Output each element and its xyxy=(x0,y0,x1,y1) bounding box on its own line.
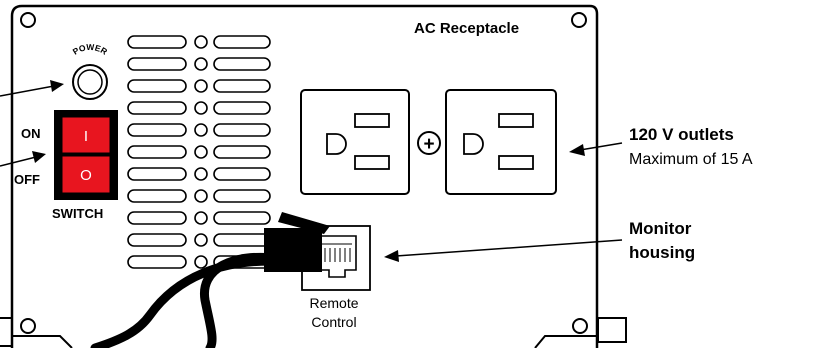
vent-hole xyxy=(194,211,208,225)
switch-pointer-arrowhead xyxy=(32,151,46,163)
neutral-slot-right xyxy=(498,155,534,170)
vent-slot-left xyxy=(127,233,187,247)
neutral-slot-left xyxy=(354,155,390,170)
ac-outlet-left xyxy=(300,89,410,195)
power-indicator: POWER xyxy=(71,42,109,100)
right-mount-tab xyxy=(597,317,627,343)
vent-slot-left xyxy=(127,167,187,181)
vent-hole xyxy=(194,255,208,269)
monitor-pointer-line xyxy=(395,239,623,257)
switch-off-symbol: O xyxy=(80,167,92,184)
screw-top-right xyxy=(571,12,587,28)
vent-slot-left xyxy=(127,189,187,203)
remote-plug xyxy=(264,228,322,272)
outlets-pointer-arrowhead xyxy=(569,144,585,156)
ground-screw-symbol: + xyxy=(423,134,434,155)
vent-slot-right xyxy=(213,211,271,225)
vent-slot-left xyxy=(127,211,187,225)
vent-slot-right xyxy=(213,79,271,93)
vent-hole xyxy=(194,123,208,137)
vent-slot-right xyxy=(213,167,271,181)
vent-slot-right xyxy=(213,189,271,203)
switch-on-half[interactable] xyxy=(61,116,111,154)
monitor-label-line1: Monitor xyxy=(629,219,692,238)
outlets-pointer-line xyxy=(579,142,623,151)
vent-slot-right xyxy=(213,101,271,115)
switch-off-half[interactable] xyxy=(61,155,111,194)
vent-grille xyxy=(127,35,271,269)
remote-label-line1: Remote xyxy=(309,295,358,311)
svg-text:POWER: POWER xyxy=(71,42,109,57)
ground-slot-right xyxy=(463,133,484,155)
vent-hole xyxy=(194,167,208,181)
monitor-pointer-arrowhead xyxy=(384,250,399,262)
screw-bottom-left xyxy=(20,318,36,334)
ac-outlet-right xyxy=(445,89,557,195)
monitor-label-line2: housing xyxy=(629,243,695,262)
power-led xyxy=(77,69,103,95)
front-panel xyxy=(10,4,599,348)
vent-hole xyxy=(194,189,208,203)
power-pointer-line xyxy=(0,85,55,97)
hot-slot-left xyxy=(354,113,390,128)
outlet-faceplate-right xyxy=(445,89,557,195)
vent-slot-left xyxy=(127,79,187,93)
switch-on-label: ON xyxy=(21,126,41,141)
left-mount-tab xyxy=(0,317,13,347)
vent-slot-left xyxy=(127,57,187,71)
panel-title: AC Receptacle xyxy=(414,20,519,37)
power-pointer-arrowhead xyxy=(50,80,64,92)
remote-plug-clip xyxy=(278,212,330,234)
ground-slot-left xyxy=(326,133,347,155)
switch-off-label: OFF xyxy=(14,172,40,187)
panel-bottom-edge xyxy=(12,335,597,348)
vent-hole xyxy=(194,35,208,49)
vent-hole xyxy=(194,101,208,115)
vent-hole xyxy=(194,233,208,247)
remote-label-line2: Control xyxy=(311,314,356,330)
vent-slot-left xyxy=(127,35,187,49)
vent-slot-right xyxy=(213,145,271,159)
vent-slot-left xyxy=(127,101,187,115)
switch-title: SWITCH xyxy=(52,206,103,221)
vent-slot-right xyxy=(213,57,271,71)
vent-hole xyxy=(194,57,208,71)
outlet-faceplate-left xyxy=(300,89,410,195)
switch-on-symbol: I xyxy=(84,128,88,145)
vent-slot-left xyxy=(127,123,187,137)
vent-hole xyxy=(194,145,208,159)
screw-bottom-right xyxy=(572,318,588,334)
vent-slot-right xyxy=(213,233,271,247)
vent-slot-right xyxy=(213,123,271,137)
vent-hole xyxy=(194,79,208,93)
vent-slot-left xyxy=(127,255,187,269)
vent-slot-left xyxy=(127,145,187,159)
rocker-switch[interactable]: I O xyxy=(54,110,118,200)
outlets-heading: 120 V outlets xyxy=(629,125,734,144)
vent-slot-right xyxy=(213,35,271,49)
outlets-subheading: Maximum of 15 A xyxy=(629,151,753,168)
screw-top-left xyxy=(20,12,36,28)
remote-cable xyxy=(90,212,330,348)
switch-pointer-line xyxy=(0,156,37,167)
hot-slot-right xyxy=(498,113,534,128)
outlet-ground-screw: + xyxy=(417,131,441,155)
power-label: POWER xyxy=(71,42,109,57)
